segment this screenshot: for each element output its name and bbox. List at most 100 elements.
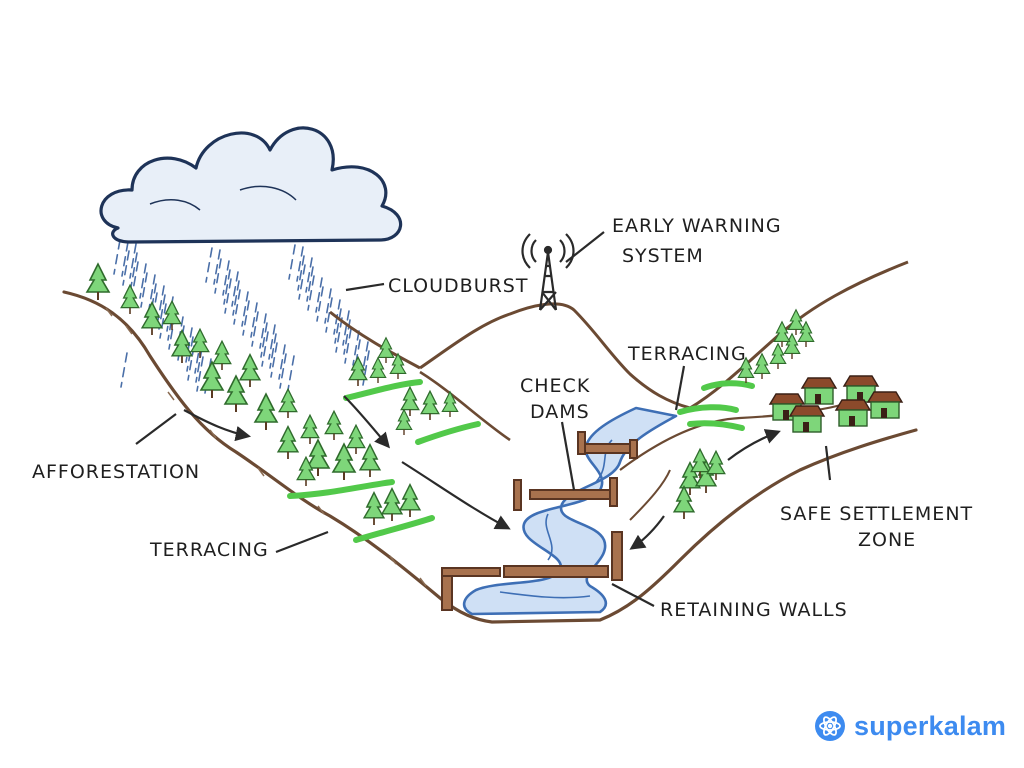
tree-icon [690,447,710,479]
rain-streak [140,272,148,308]
rain-streak [157,285,165,321]
terraces [287,379,755,543]
tree-icon [331,442,357,480]
rain-streak [315,277,323,313]
tree-icon [296,455,316,487]
rain-streak [269,333,277,369]
tree-icon [783,332,801,359]
tree-icon [377,336,395,363]
settlement-houses [768,375,904,433]
rain-streak [288,244,296,280]
brand-name: superkalam [854,710,1007,741]
label-cloudburst: CLOUDBURST [388,275,528,297]
brand-logo: superkalam [814,708,1006,744]
forest [85,262,815,526]
rain-streak [139,263,147,299]
rain-streak [158,294,166,330]
tree-icon [672,484,696,520]
tree-icon [773,320,791,347]
rain-streak [121,241,129,277]
tree-icon [162,299,182,331]
house-icon [788,405,826,433]
rain-streak [307,275,315,311]
tree-icon [753,352,771,379]
flow-arrows [183,395,781,550]
tree-icon [706,449,726,481]
rain-streak [297,255,305,291]
retaining-walls [441,531,623,611]
tree-icon [170,328,194,364]
rain-streak [335,317,343,353]
rain-streak [278,344,286,380]
tree-icon [190,327,210,359]
atom-icon [815,711,845,741]
rain-streak [352,330,360,366]
tree-icon [400,385,420,417]
label-early-warning-line2: SYSTEM [622,245,704,267]
tree-icon [769,342,787,369]
check-dams [513,431,638,511]
tree-icon [787,308,805,335]
rain-streak [149,283,157,319]
tree-icon [120,283,140,315]
rain-streak [241,291,249,327]
river [462,406,678,616]
tree-icon [398,482,422,518]
tree-icon [358,442,382,478]
rain-streak [223,269,231,305]
rain-streak [361,341,369,377]
rain-streak [353,339,361,375]
tree-icon [395,408,413,435]
label-terracing-left: TERRACING [149,539,269,561]
tree-icon [300,413,320,445]
label-retaining-walls: RETAINING WALLS [660,599,848,621]
rain-streak [222,260,230,296]
tree-icon [441,390,459,417]
rain-streak [279,353,287,389]
tree-icon [362,490,386,526]
rain-streak [113,239,121,275]
label-terracing-right: TERRACING [627,343,747,365]
rain-streak [325,297,333,333]
cloud-icon [99,126,403,244]
rain-streak [344,328,352,364]
rain-streak [298,264,306,300]
rain-streak [251,311,259,347]
tree-icon [238,352,262,388]
tree-icon [797,320,815,347]
rain-streak [213,249,221,285]
rain-streak [196,356,204,392]
label-safe-settlement-line2: ZONE [858,529,916,551]
rain-streak [268,324,276,360]
rain-streak [250,302,258,338]
rain-streak [129,243,137,279]
house-icon [800,377,838,405]
rain-streak [260,322,268,358]
rain-streak [224,278,232,314]
tree-icon [212,339,232,371]
tree-icon [737,356,755,383]
rain-streak [214,258,222,294]
tree-icon [420,389,440,421]
leader-lines [135,231,832,607]
rain-streak [205,247,213,283]
label-early-warning-line1: EARLY WARNING [612,215,782,237]
rain-streak [122,250,130,286]
rain-streak [231,271,239,307]
rain-streak [342,310,350,346]
label-afforestation: AFFORESTATION [32,461,200,483]
tree-icon [223,374,249,412]
tree-icon [140,300,164,336]
rain-streak [120,352,128,388]
rain-streak [270,342,278,378]
tree-icon [380,486,404,522]
tree-icon [85,262,111,300]
tree-icon [253,392,279,430]
rain-streak [305,257,313,293]
house-icon [866,391,904,419]
rain-streak [242,300,250,336]
label-check-dams-line2: DAMS [530,401,590,423]
rain-streak [261,331,269,367]
rain-streak [233,289,241,325]
